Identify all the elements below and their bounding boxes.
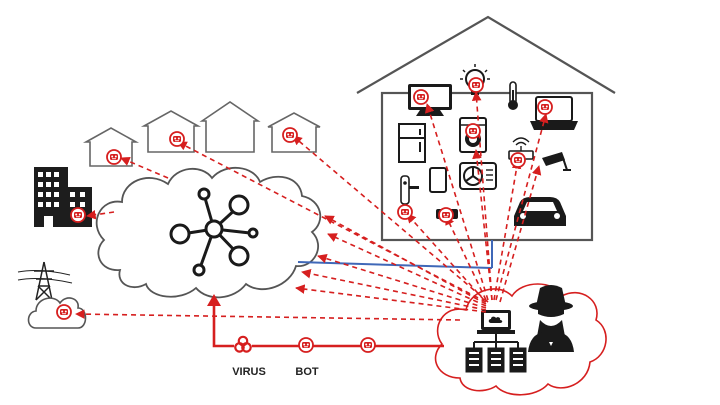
cctv-camera-icon bbox=[542, 152, 571, 171]
office-building-icon bbox=[34, 167, 92, 227]
tablet-icon bbox=[429, 167, 447, 193]
car-icon bbox=[514, 197, 566, 226]
network-hub-icon bbox=[169, 187, 259, 277]
robot-face-icon bbox=[282, 127, 298, 143]
smart-home-roof bbox=[356, 15, 616, 94]
small-house-3 bbox=[199, 101, 261, 153]
thermometer-icon bbox=[508, 81, 518, 110]
robot-face-icon bbox=[169, 131, 185, 147]
small-house-2 bbox=[140, 110, 202, 153]
robot-face-icon bbox=[537, 99, 553, 115]
robot-face-icon bbox=[360, 337, 376, 353]
robot-face-icon bbox=[298, 337, 314, 353]
robot-face-icon bbox=[465, 123, 481, 139]
biohazard-icon bbox=[234, 335, 252, 354]
attacker-cloud bbox=[434, 283, 607, 396]
robot-face-icon bbox=[510, 152, 526, 168]
fan-heater-icon bbox=[459, 162, 497, 190]
laptop-cloud-icon bbox=[477, 310, 515, 334]
robot-face-icon bbox=[397, 204, 413, 220]
robot-face-icon bbox=[56, 304, 72, 320]
small-house-1 bbox=[82, 127, 140, 167]
door-lock-icon bbox=[400, 175, 419, 205]
robot-face-icon bbox=[413, 89, 429, 105]
power-tower-icon bbox=[17, 261, 73, 301]
cloud-to-clients bbox=[86, 156, 169, 220]
attack-lines bbox=[75, 91, 549, 321]
laptop-icon bbox=[530, 96, 578, 130]
fridge-icon bbox=[398, 123, 426, 163]
hacker-spy-icon bbox=[528, 285, 574, 352]
virus-label: VIRUS bbox=[232, 366, 266, 378]
robot-face-icon bbox=[70, 207, 86, 223]
bot-label: BOT bbox=[295, 366, 319, 378]
server-network-icon bbox=[465, 334, 527, 373]
robot-face-icon bbox=[106, 149, 122, 165]
robot-face-icon bbox=[438, 207, 454, 223]
robot-face-icon bbox=[468, 77, 484, 93]
